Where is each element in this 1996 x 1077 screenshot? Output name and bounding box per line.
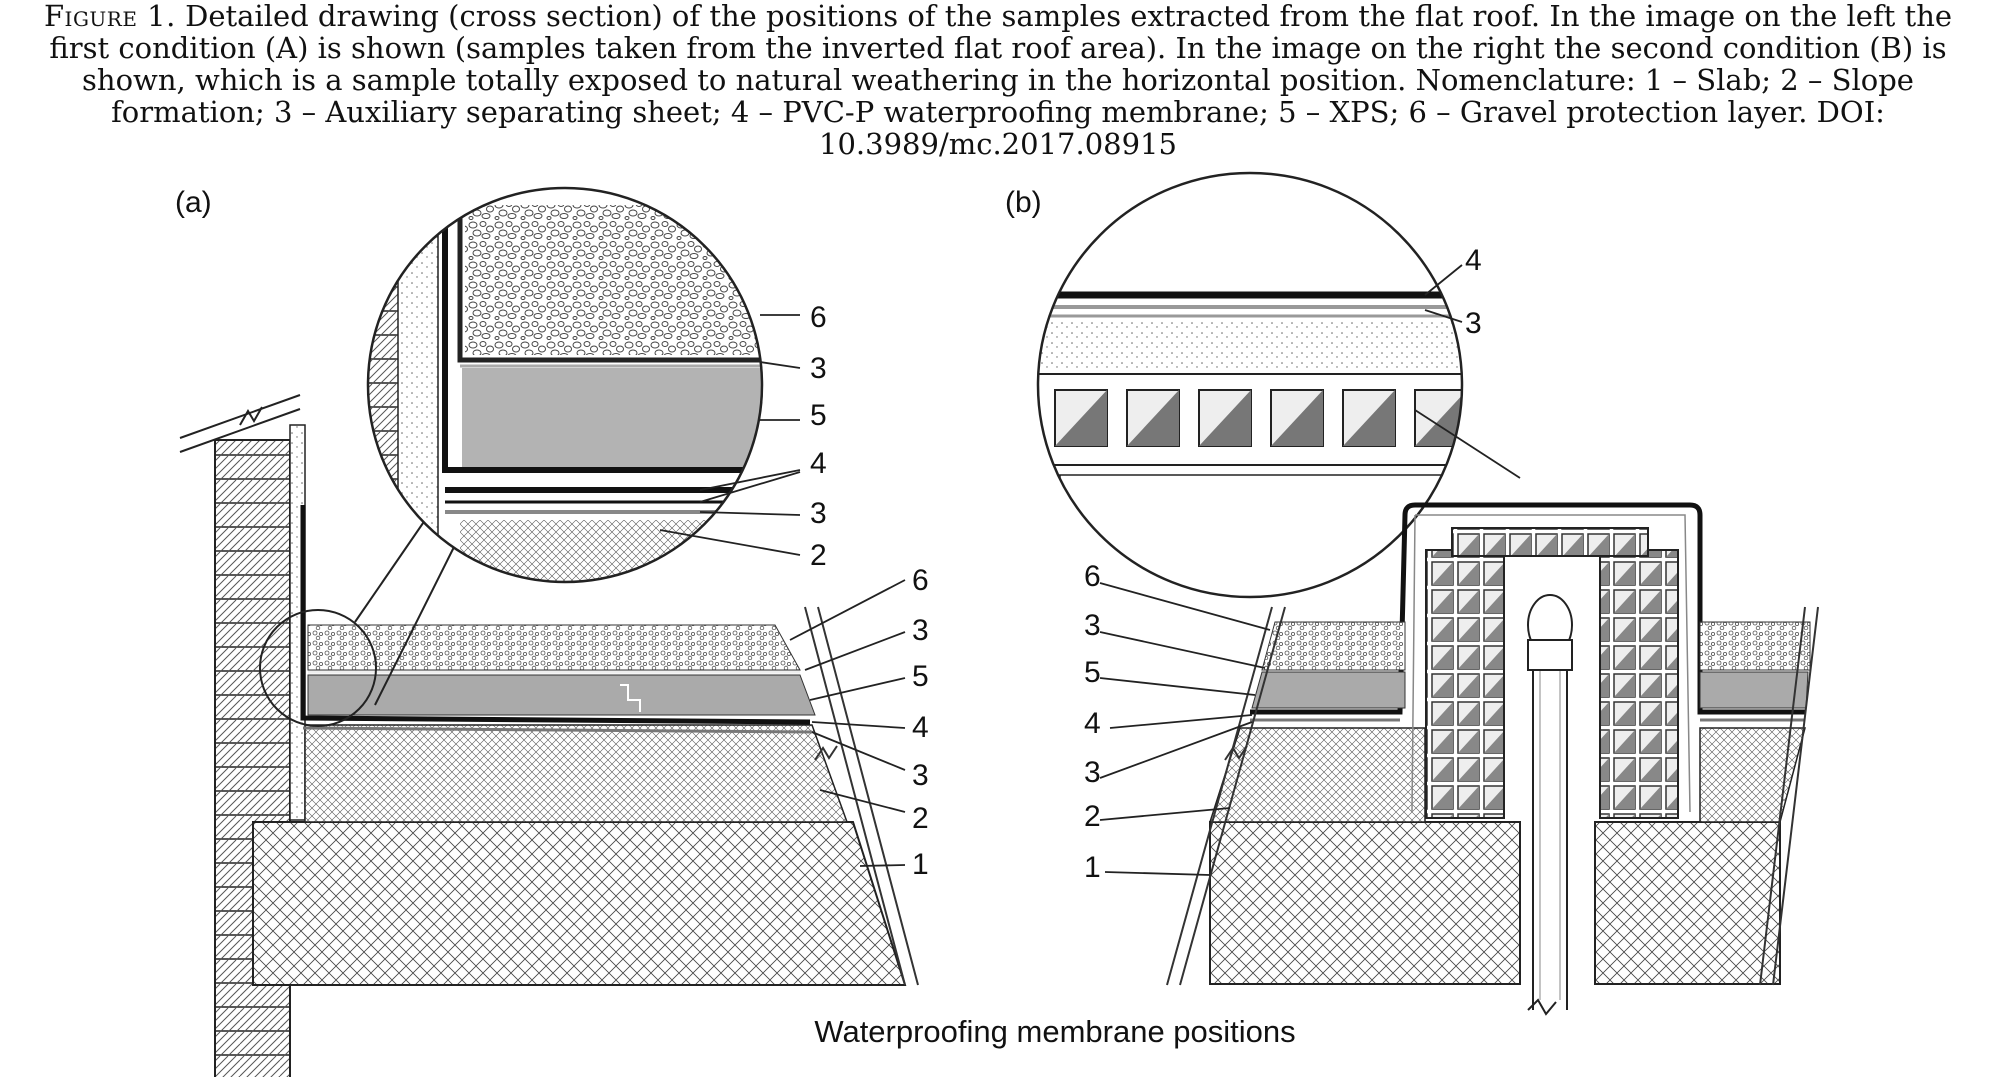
panel-b-membrane-hood [1250, 502, 1805, 715]
figure-caption-lead: Figure 1. [43, 0, 176, 33]
panel-b-label-5: 5 [1084, 656, 1101, 689]
panel-b-gravel-left [1261, 621, 1406, 671]
panel-a-slope-formation [304, 724, 849, 823]
panel-b-tile-stack-right [1599, 549, 1679, 819]
panel-a-gravel [307, 624, 801, 671]
panel-a-detail-view [368, 188, 762, 582]
panel-a-detail-label-3b: 3 [810, 497, 827, 530]
panel-a-slab [252, 821, 907, 986]
bottom-caption: Waterproofing membrane positions [814, 1014, 1295, 1049]
panel-a-label-1: 1 [912, 848, 929, 881]
panel-b-tag: (b) [1005, 186, 1042, 219]
panel-a-label-3a: 3 [912, 614, 929, 647]
panel-b-slope-left [1208, 727, 1426, 823]
panel-b-break-line-right [1759, 606, 1819, 986]
panel-a-detail-label-2: 2 [810, 539, 827, 572]
panel-a-zoom-marker [259, 609, 377, 727]
panel-b-detail-label-3: 3 [1465, 307, 1482, 340]
panel-a-detail-label-3a: 3 [810, 352, 827, 385]
panel-a-label-6: 6 [912, 564, 929, 597]
panel-b-tile-stack-left [1425, 549, 1505, 819]
panel-b-label-1: 1 [1084, 851, 1101, 884]
panel-b-label-6: 6 [1084, 560, 1101, 593]
panel-b-label-4: 4 [1084, 707, 1101, 740]
panel-a-detail-label-5: 5 [810, 399, 827, 432]
panel-a-label-5: 5 [912, 660, 929, 693]
figure-caption-text: Detailed drawing (cross section) of the … [49, 0, 1953, 161]
panel-a-detail-label-4: 4 [810, 447, 827, 480]
panel-b-label-3a: 3 [1084, 609, 1101, 642]
panel-a-membrane [300, 505, 811, 725]
panel-a-tag: (a) [175, 186, 212, 219]
panel-b-label-3b: 3 [1084, 756, 1101, 789]
panel-b-label-2: 2 [1084, 800, 1101, 833]
panel-a-label-3b: 3 [912, 759, 929, 792]
panel-b-tile-row-top [1451, 527, 1649, 557]
panel-b-detail-view [1038, 173, 1462, 597]
panel-b-xps-right [1699, 671, 1809, 709]
panel-b-detail-label-4: 4 [1465, 244, 1482, 277]
panel-b-gravel-right [1699, 621, 1811, 671]
panel-a-label-4: 4 [912, 711, 929, 744]
panel-a-detail-label-6: 6 [810, 301, 827, 334]
panel-a-label-2: 2 [912, 802, 929, 835]
panel-b-xps-left [1251, 671, 1406, 709]
panel-b-slab-left [1209, 821, 1521, 985]
panel-b-slab-right [1594, 821, 1781, 985]
figure-caption: Figure 1. Detailed drawing (cross sectio… [10, 0, 1986, 160]
panel-b-break-line-left [1166, 606, 1286, 986]
panel-a-xps [307, 674, 816, 716]
panel-a-break-line [804, 606, 919, 986]
panel-b-drain-pipe [1532, 630, 1568, 1010]
